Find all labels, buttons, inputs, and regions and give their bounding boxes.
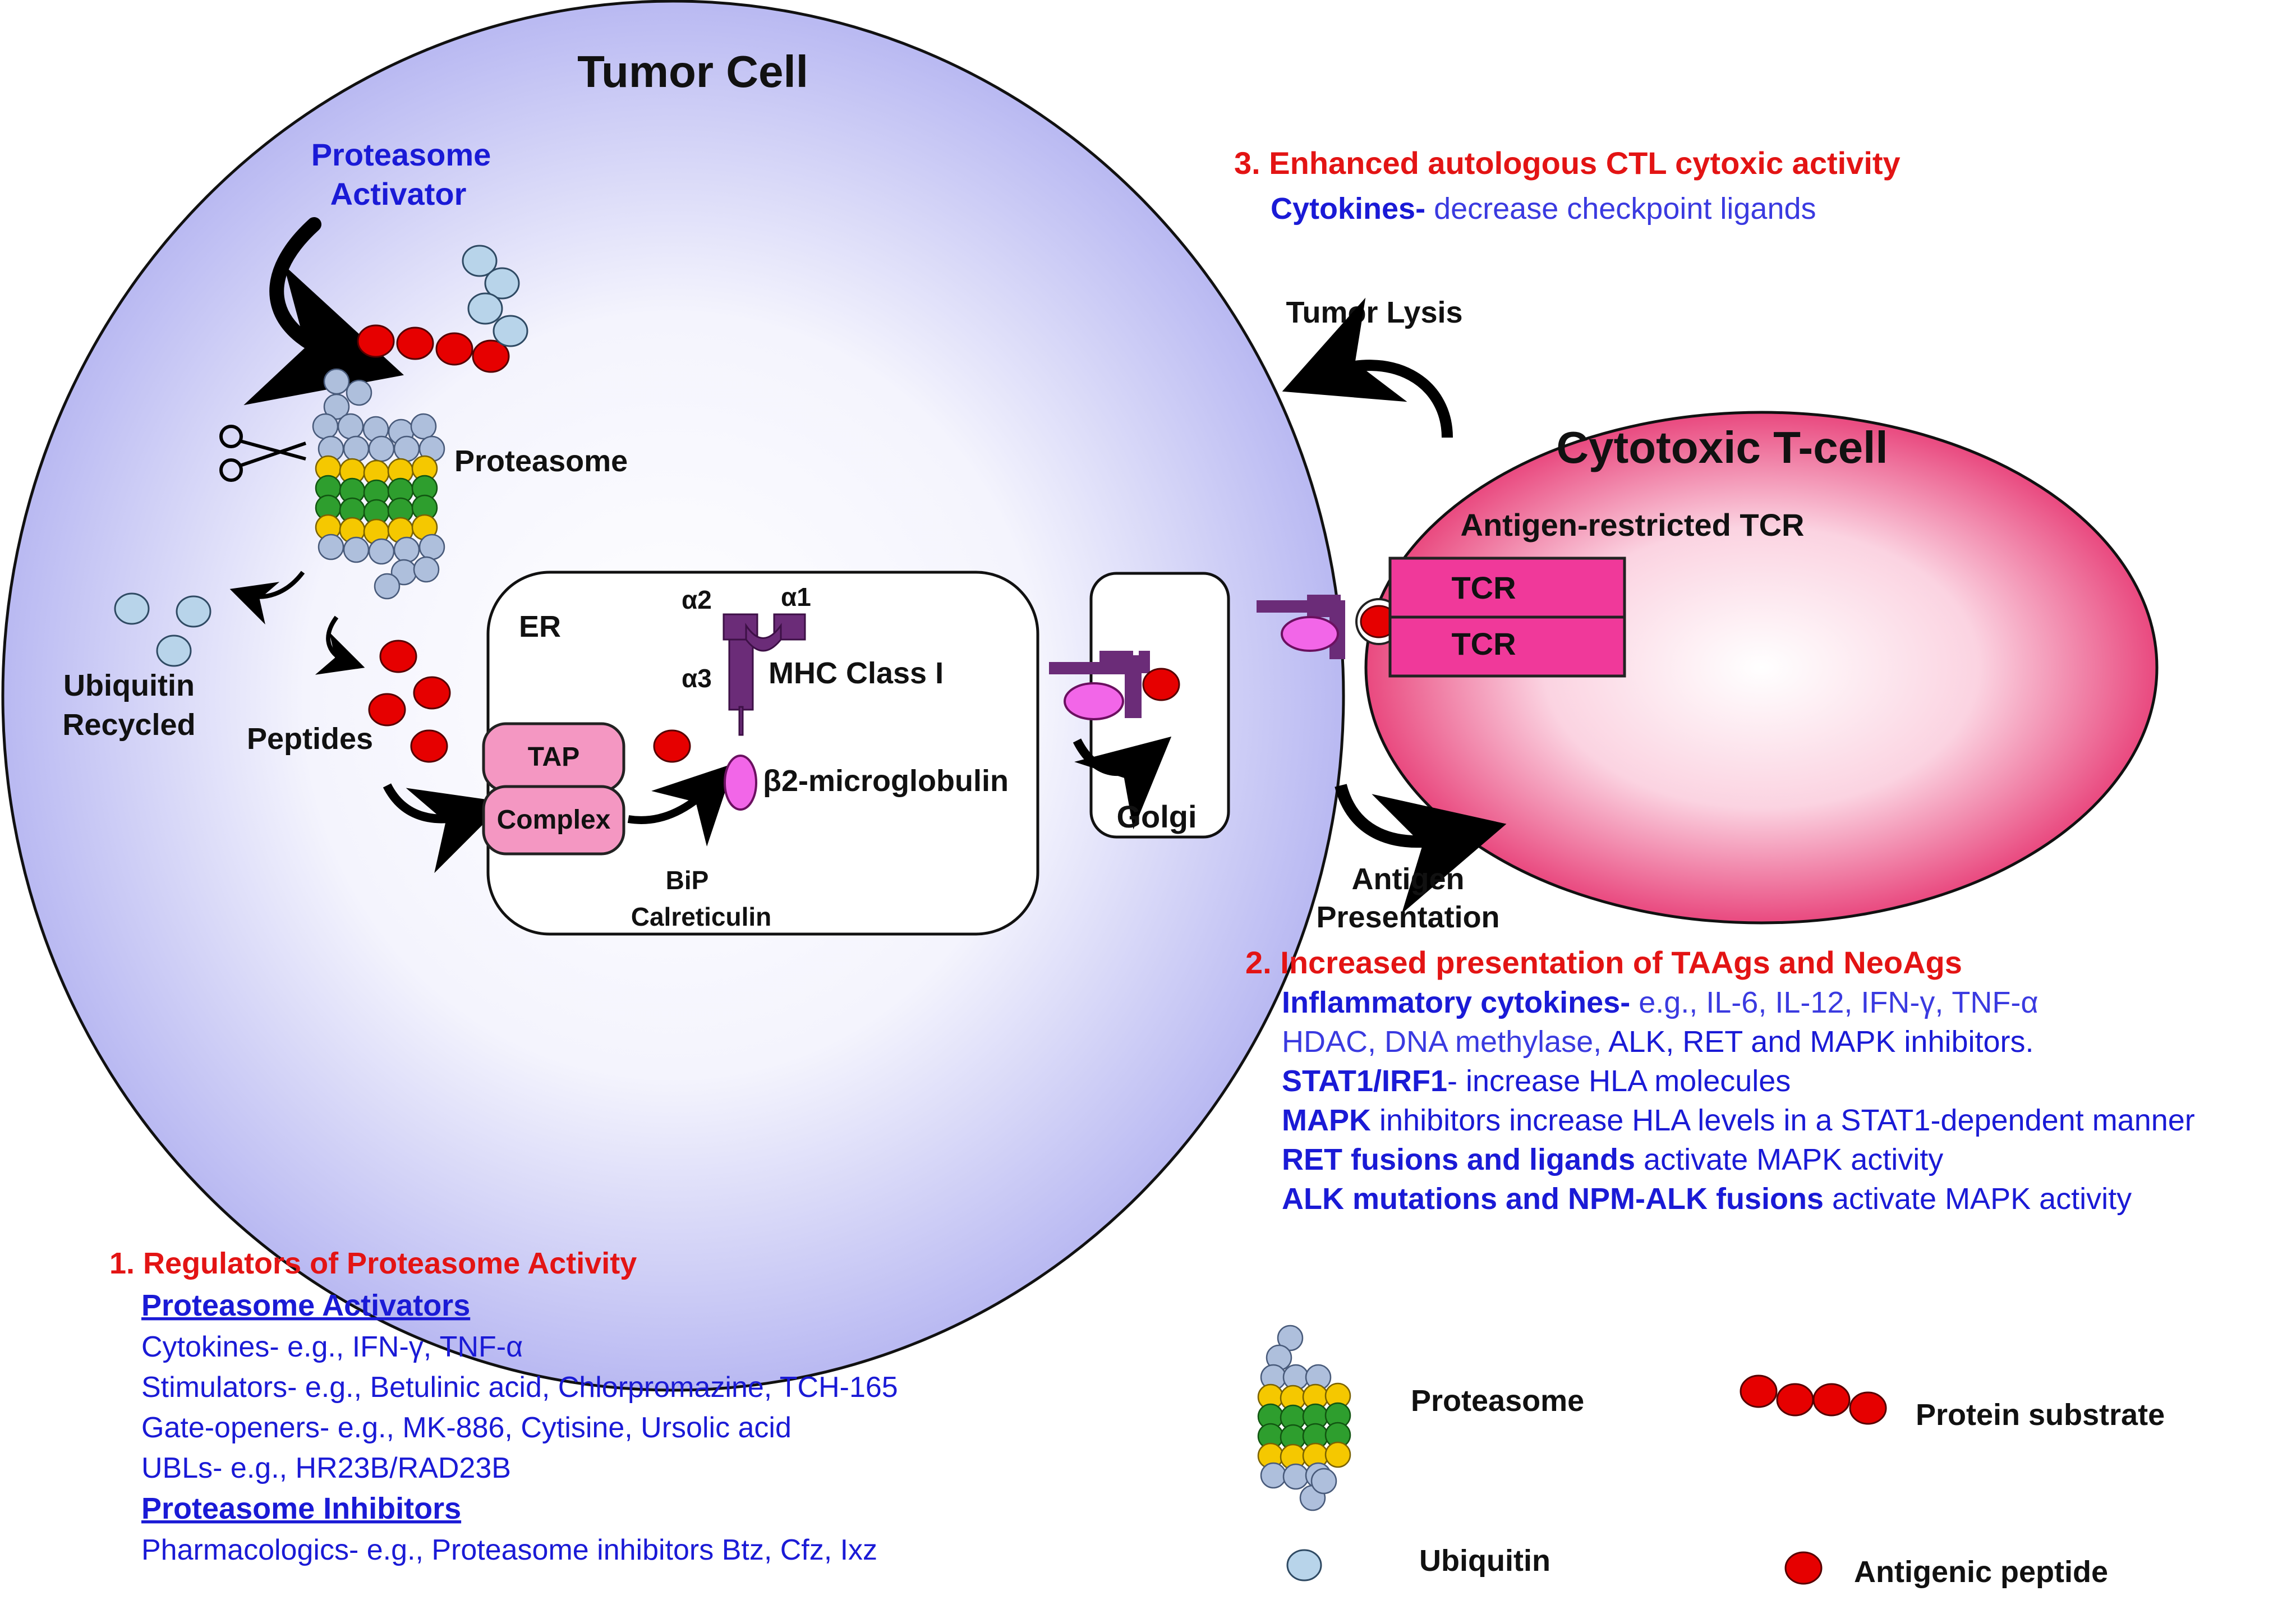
tcell-title: Cytotoxic T-cell [1556, 422, 1888, 472]
mhc-class-i-molecule [723, 613, 806, 736]
s2-l3-rest: - increase HLA molecules [1447, 1064, 1791, 1098]
calreticulin-label: Calreticulin [631, 902, 772, 931]
activators-heading: Proteasome Activators [141, 1289, 470, 1322]
svg-text:STAT1/IRF1- increase HLA molec: STAT1/IRF1- increase HLA molecules [1282, 1064, 1791, 1098]
complex-box [482, 785, 625, 856]
legend-ubiquitin-label: Ubiquitin [1419, 1544, 1550, 1578]
s2-l3-bold: STAT1/IRF1 [1282, 1064, 1447, 1098]
legend-antigenic-peptide-label: Antigenic peptide [1854, 1555, 2108, 1589]
alpha1-label: α1 [781, 582, 811, 612]
tcr-top-label: TCR [1451, 570, 1516, 605]
scissors-icon [219, 425, 306, 482]
legend-protein-substrate-label: Protein substrate [1916, 1398, 2165, 1432]
svg-text:HDAC, DNA methylase, ALK, RET: HDAC, DNA methylase, ALK, RET and MAPK i… [1282, 1025, 2034, 1059]
proteasome-activator-label-1: Proteasome [311, 137, 491, 172]
cytotoxic-t-cell [1364, 411, 2159, 925]
alpha2-label: α2 [682, 585, 712, 614]
tap-label: TAP [528, 742, 579, 772]
legend-protein-substrate-icon [1740, 1374, 1887, 1425]
legend-proteasome-label: Proteasome [1411, 1384, 1584, 1418]
s2-l5-bold: RET fusions and ligands [1282, 1143, 1635, 1176]
section3-heading: 3. Enhanced autologous CTL cytoxic activ… [1234, 145, 1901, 181]
golgi-label: Golgi [1116, 799, 1197, 834]
s2-l1-bold: Inflammatory cytokines- [1282, 986, 1630, 1019]
tumor-cell-title: Tumor Cell [577, 47, 808, 96]
legend-ubiquitin-icon [1286, 1549, 1322, 1581]
peptides-arrow [315, 615, 365, 675]
s2-l1-rest: e.g., IL-6, IL-12, IFN-γ, TNF-α [1630, 986, 2038, 1019]
section1-heading: 1. Regulators of Proteasome Activity [109, 1247, 637, 1280]
antigen-presentation-label-1: Antigen [1352, 862, 1465, 896]
peptides-label: Peptides [247, 722, 373, 756]
to-mhc-arrow [627, 763, 735, 847]
inhibitors-heading: Proteasome Inhibitors [141, 1492, 461, 1525]
tumor-lysis-arrow [1282, 297, 1453, 438]
antigen-presentation-arrow [1335, 784, 1507, 914]
proteasome-label: Proteasome [454, 444, 628, 478]
antigen-presentation-label-2: Presentation [1316, 900, 1499, 934]
er-peptide [653, 729, 691, 763]
ubiquitin-recycled-label-2: Recycled [62, 708, 195, 742]
svg-text:RET fusions and ligands activa: RET fusions and ligands activate MAPK ac… [1282, 1143, 1943, 1176]
complex-label: Complex [497, 805, 611, 835]
s2-l4-rest: inhibitors increase HLA levels in a STAT… [1371, 1104, 2195, 1137]
legend-proteasome-icon [1257, 1325, 1351, 1511]
section2-lines: Inflammatory cytokines- e.g., IL-6, IL-1… [1282, 986, 2195, 1216]
s2-l4-bold: MAPK [1282, 1104, 1371, 1137]
alpha3-label: α3 [682, 664, 712, 693]
section2-heading: 2. Increased presentation of TAAgs and N… [1245, 945, 1962, 980]
svg-text:Inflammatory cytokines- e.g.,: Inflammatory cytokines- e.g., IL-6, IL-1… [1282, 986, 2039, 1019]
proteasome-activator-label-2: Activator [330, 176, 467, 212]
tumor-lysis-label: Tumor Lysis [1286, 296, 1462, 329]
to-tap-arrow [383, 783, 505, 873]
activator-item-3: Gate-openers- e.g., MK-886, Cytisine, Ur… [141, 1412, 792, 1444]
s2-l2-a: HDAC, DNA methylase, [1282, 1025, 1608, 1059]
activator-item-2: Stimulators- e.g., Betulinic acid, Chlor… [141, 1371, 898, 1404]
mhc-class-i-label: MHC Class I [769, 656, 944, 690]
tcr-box-top [1388, 557, 1626, 619]
inhibitor-item-1: Pharmacologics- e.g., Proteasome inhibit… [141, 1534, 877, 1566]
golgi-arrow [1073, 736, 1172, 830]
s2-l5-rest: activate MAPK activity [1635, 1143, 1943, 1176]
section3-bold: Cytokines- [1271, 192, 1425, 226]
b2m-label: β2-microglobulin [763, 764, 1009, 798]
bip-label: BiP [666, 866, 709, 895]
s2-l6-bold: ALK mutations and NPM-ALK fusions [1282, 1182, 1824, 1216]
s2-l6-rest: activate MAPK activity [1824, 1182, 2132, 1216]
activator-item-4: UBLs- e.g., HR23B/RAD23B [141, 1452, 511, 1484]
svg-text:ALK mutations and NPM-ALK fusi: ALK mutations and NPM-ALK fusions activa… [1282, 1182, 2132, 1216]
tcr-bottom-label: TCR [1451, 626, 1516, 661]
tcr-box-bottom [1388, 615, 1626, 678]
s2-l2-b: ALK, RET and MAPK inhibitors. [1608, 1025, 2033, 1059]
activator-arrow [243, 217, 404, 406]
section3-line: Cytokines- decrease checkpoint ligands [1271, 192, 1816, 226]
activator-item-1: Cytokines- e.g., IFN-γ, TNF-α [141, 1331, 523, 1363]
golgi-mhc [1049, 651, 1180, 720]
er-label: ER [519, 610, 561, 643]
legend-antigenic-peptide-icon [1784, 1551, 1823, 1585]
svg-text:MAPK inhibitors increase HLA l: MAPK inhibitors increase HLA levels in a… [1282, 1104, 2195, 1137]
ubiquitin-recycled-label-1: Ubiquitin [63, 669, 195, 702]
b2m-ellipse [724, 755, 757, 811]
tcr-heading: Antigen-restricted TCR [1461, 507, 1805, 542]
section3-rest: decrease checkpoint ligands [1425, 192, 1816, 226]
ubiquitin-recycle-arrow [229, 571, 305, 625]
